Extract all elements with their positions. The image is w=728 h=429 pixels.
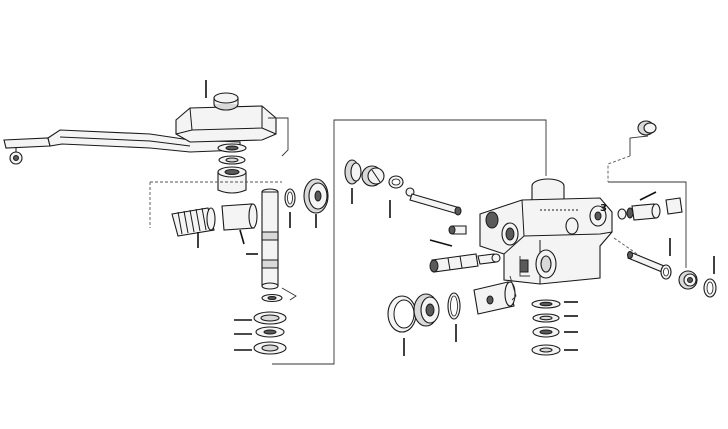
assembly-frame [272, 119, 547, 365]
grommet-stack [217, 143, 247, 194]
adjuster-screw [617, 203, 661, 221]
thin-ring [447, 292, 461, 320]
callout-leader [429, 239, 453, 247]
valve-body: 3 [479, 178, 613, 285]
bracket [509, 275, 517, 301]
plug [361, 165, 385, 187]
sleeve [221, 203, 258, 231]
large-snap-ring [387, 295, 417, 333]
dust-cap [637, 120, 657, 136]
cylinder-housing [175, 92, 277, 143]
bleed-ring [660, 264, 672, 280]
callout-leader [239, 229, 245, 245]
long-pin [409, 193, 462, 216]
o-ring [284, 188, 296, 208]
retaining-clip [703, 278, 717, 298]
assembly-frame-right [608, 181, 687, 268]
bracket [519, 256, 530, 277]
valve-number-label: 3 [600, 203, 607, 214]
piston-rod [261, 188, 279, 290]
cap-seal [344, 159, 362, 185]
check-pin [448, 225, 467, 235]
washer-stack [531, 299, 561, 356]
end-cap [303, 178, 329, 214]
plunger [429, 253, 501, 273]
seal-cup [413, 293, 440, 327]
nut [665, 197, 683, 215]
lever-arm [3, 129, 241, 165]
seal-stack [253, 293, 287, 355]
bleed-cap [678, 270, 698, 290]
return-spring [171, 207, 216, 237]
callout-leader [639, 191, 657, 201]
bleed-pin [627, 251, 665, 273]
piston [473, 281, 516, 315]
snap-ring [388, 175, 404, 189]
bracket [629, 135, 649, 156]
